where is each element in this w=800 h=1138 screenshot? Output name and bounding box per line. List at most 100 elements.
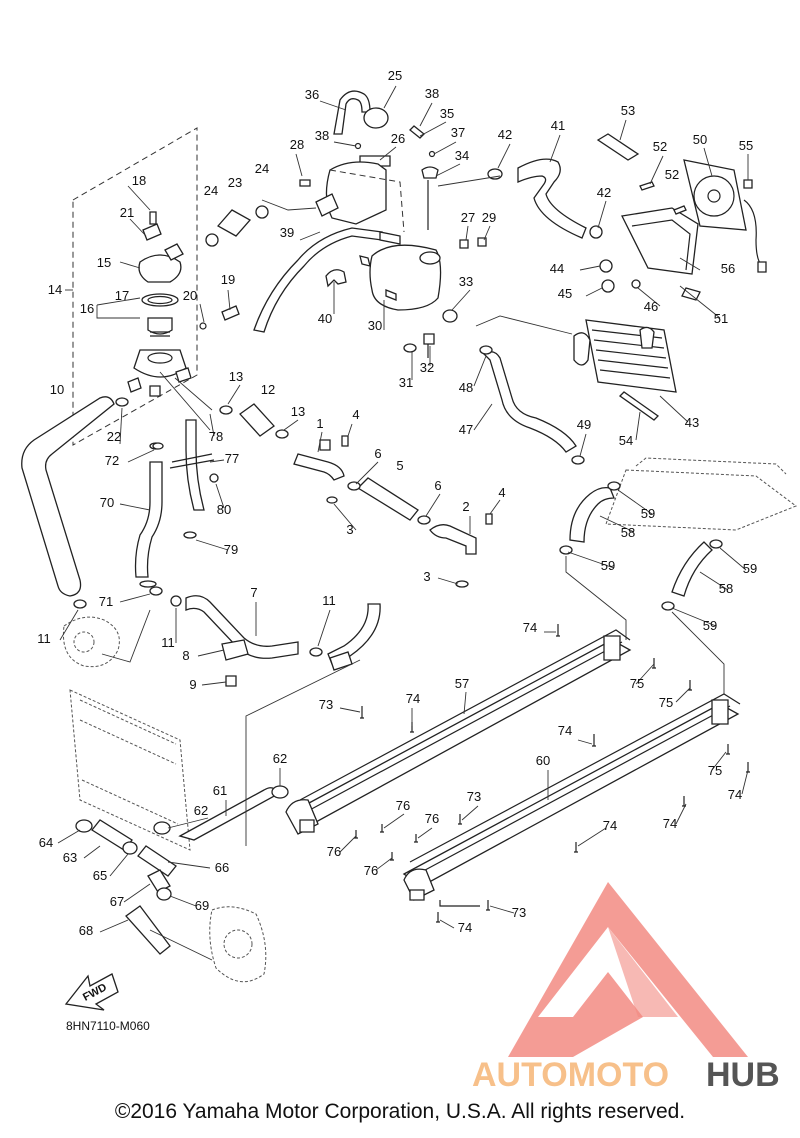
- part-label: 69: [195, 898, 209, 913]
- part-label: 14: [48, 282, 62, 297]
- part-label: 39: [280, 225, 294, 240]
- fasteners: [354, 624, 750, 923]
- part-label: 48: [459, 380, 473, 395]
- part-label: 10: [50, 382, 64, 397]
- part-label: 23: [228, 175, 242, 190]
- part-label: 73: [512, 905, 526, 920]
- part-label: 30: [368, 318, 382, 333]
- part-label: 42: [597, 185, 611, 200]
- part-label: 8: [182, 648, 189, 663]
- part-label: 52: [665, 167, 679, 182]
- part-label: 4: [498, 485, 505, 500]
- copyright-footer: ©2016 Yamaha Motor Corporation, U.S.A. A…: [114, 1100, 686, 1123]
- part-label: 61: [213, 783, 227, 798]
- pipe-61: [153, 659, 361, 846]
- part-label: 77: [225, 451, 239, 466]
- clamps: [73, 397, 323, 657]
- part-label: 20: [183, 288, 197, 303]
- part-label: 59: [703, 618, 717, 633]
- part-label: 25: [388, 68, 402, 83]
- part-label: 34: [455, 148, 469, 163]
- reservoir-tank: [325, 237, 487, 358]
- part-label: 76: [327, 844, 341, 859]
- part-label: 67: [110, 894, 124, 909]
- hose-5: [347, 477, 431, 525]
- part-label: 75: [708, 763, 722, 778]
- part-label: 35: [440, 106, 454, 121]
- part-label: 26: [391, 131, 405, 146]
- part-label: 74: [523, 620, 537, 635]
- part-label: 43: [685, 415, 699, 430]
- part-label: 78: [209, 429, 223, 444]
- part-label: 76: [425, 811, 439, 826]
- part-label: 46: [644, 299, 658, 314]
- part-label: 44: [550, 261, 564, 276]
- part-label: 57: [455, 676, 469, 691]
- part-label: 36: [305, 87, 319, 102]
- pipe-60: [402, 693, 741, 907]
- part-label: 71: [99, 594, 113, 609]
- part-label: 27: [461, 210, 475, 225]
- part-label: 59: [601, 558, 615, 573]
- reservoir-top: [261, 90, 503, 233]
- part-label: 63: [63, 850, 77, 865]
- hose-7: [185, 595, 299, 687]
- part-label: 47: [459, 422, 473, 437]
- pipe-57: [285, 629, 632, 835]
- hose-58: [559, 481, 725, 694]
- radiator: [573, 259, 677, 421]
- part-label: 38: [315, 128, 329, 143]
- part-label: 40: [318, 311, 332, 326]
- part-label: 24: [204, 183, 218, 198]
- logo-text-part1: AUTOMOTO: [472, 1056, 669, 1092]
- engine-ghost: [69, 689, 267, 983]
- part-label: 52: [653, 139, 667, 154]
- part-label: 65: [93, 868, 107, 883]
- part-label: 74: [728, 787, 742, 802]
- part-label: 12: [261, 382, 275, 397]
- part-label: 59: [641, 506, 655, 521]
- part-label: 58: [719, 581, 733, 596]
- part-label: 19: [221, 272, 235, 287]
- part-label: 13: [229, 369, 243, 384]
- part-label: 42: [498, 127, 512, 142]
- fwd-arrow-icon: FWD: [64, 973, 119, 1011]
- part-label: 74: [406, 691, 420, 706]
- part-label: 6: [374, 446, 381, 461]
- part-label: 55: [739, 138, 753, 153]
- part-label: 33: [459, 274, 473, 289]
- part-label: 74: [558, 723, 572, 738]
- part-label: 62: [194, 803, 208, 818]
- part-label: 17: [115, 288, 129, 303]
- part-label: 28: [290, 137, 304, 152]
- part-label: 68: [79, 923, 93, 938]
- part-label: 1: [316, 416, 323, 431]
- leader-lines: [57, 85, 749, 933]
- part-label: 49: [577, 417, 591, 432]
- part-label: 73: [319, 697, 333, 712]
- hose-23: [205, 205, 269, 247]
- part-label: 2: [462, 499, 469, 514]
- part-label: 74: [603, 818, 617, 833]
- part-label: 50: [693, 132, 707, 147]
- part-label: 7: [250, 585, 257, 600]
- rear-ghost-frame: [605, 457, 798, 531]
- part-label: 18: [132, 173, 146, 188]
- part-label: 22: [107, 429, 121, 444]
- part-label: 53: [621, 103, 635, 118]
- part-label: 32: [420, 360, 434, 375]
- hose-41: [517, 158, 603, 239]
- part-label: 75: [659, 695, 673, 710]
- part-label: 70: [100, 495, 114, 510]
- part-label: 21: [120, 205, 134, 220]
- part-label: 3: [423, 569, 430, 584]
- hoses-lower-left: [75, 819, 213, 961]
- part-label: 76: [364, 863, 378, 878]
- part-label: 29: [482, 210, 496, 225]
- logo-text-part2: HUB: [706, 1056, 780, 1092]
- part-label: 60: [536, 753, 550, 768]
- hose-39: [253, 227, 401, 333]
- part-label: 54: [619, 433, 633, 448]
